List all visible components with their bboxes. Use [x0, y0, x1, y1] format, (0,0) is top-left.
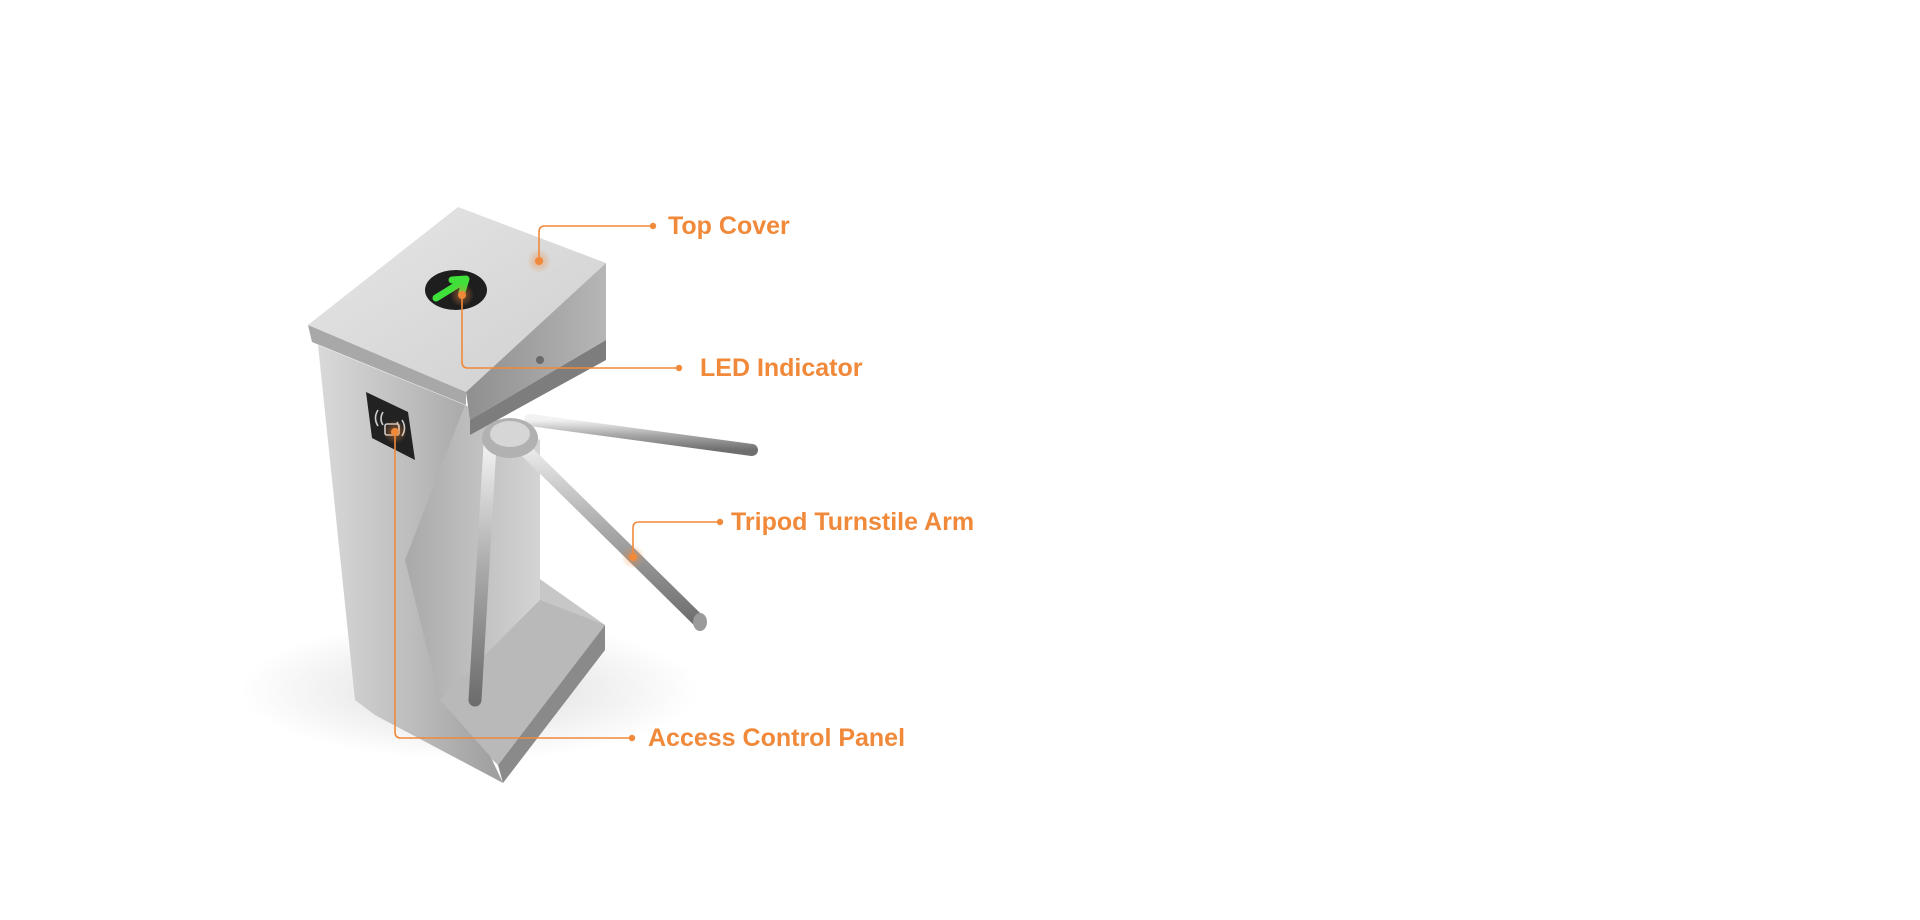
- access-panel-leader: [394, 432, 630, 739]
- callout-dots: [383, 222, 724, 742]
- callout-leaders: [394, 225, 718, 739]
- led-indicator-leader: [461, 295, 677, 369]
- tripod-turnstile-arm: [468, 414, 758, 707]
- access-panel-label: Access Control Panel: [648, 724, 906, 752]
- tripod-arm-label: Tripod Turnstile Arm: [731, 508, 975, 536]
- top-cover-leader: [538, 225, 651, 261]
- top-cover-label: Top Cover: [668, 212, 790, 240]
- led-indicator-label: LED Indicator: [700, 354, 863, 382]
- tripod-arm-leader: [632, 521, 718, 557]
